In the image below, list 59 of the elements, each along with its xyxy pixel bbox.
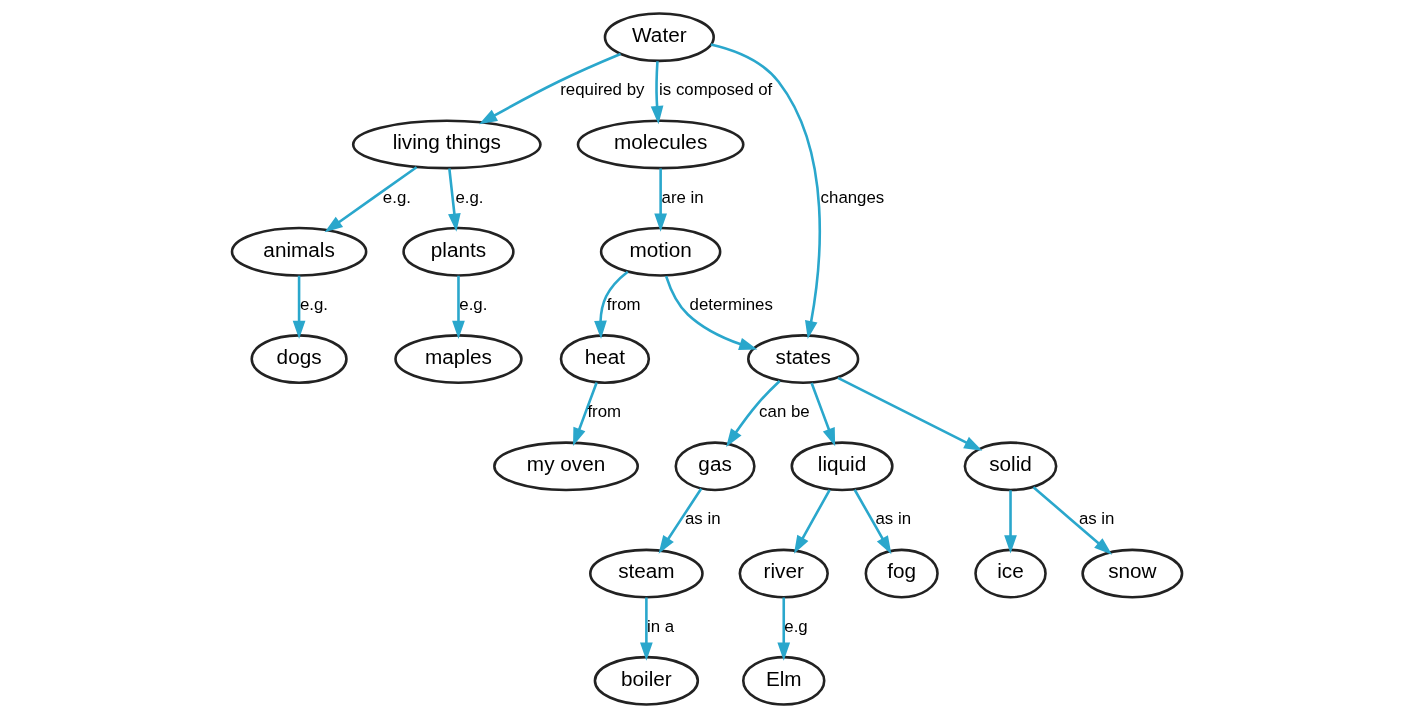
arrow [292,275,306,339]
arrow [710,43,822,340]
arrow [810,382,836,447]
node-ellipse: heat [559,334,651,384]
arrow [654,168,667,232]
arrow [658,488,703,554]
arrow [1032,486,1113,555]
arrow [726,380,781,447]
edge-label: in a [647,616,675,636]
node-ellipse: ice [974,548,1047,599]
node-ellipse: solid [963,441,1058,492]
edge-label: e.g. [382,187,411,207]
edge-label: e.g [784,616,808,636]
node-ellipse: steam [589,548,704,599]
node-ellipse: plants [402,226,515,277]
node-ellipse: motion [599,226,722,277]
arrow [594,270,629,339]
node-ellipse: dogs [250,334,348,384]
edge-label: e.g. [455,187,484,207]
node-ellipse: living things [351,119,542,170]
arrow [664,275,758,351]
arrow [452,275,465,339]
node-ellipse: molecules [576,119,745,170]
edge-label: e.g. [299,294,329,314]
arrow [650,61,664,125]
arrow [573,382,598,447]
node-ellipse: states [747,334,860,384]
node-ellipse: fog [864,548,939,599]
edge-label: as in [875,509,912,529]
edge-label: determines [689,294,773,314]
arrow [777,597,791,661]
arrow [794,489,831,554]
arrow [640,597,653,661]
edge-label: as in [1078,509,1115,529]
edge-label: from [606,294,641,314]
node-ellipse: liquid [790,441,894,492]
node-ellipse: river [738,548,829,599]
node-ellipse: Elm [741,655,826,706]
arrow [448,168,461,232]
edge-label: changes [820,187,885,207]
edge-label: from [587,402,622,422]
node-ellipse: boiler [593,655,700,706]
arrow [1004,490,1017,554]
arrow [853,489,892,555]
edge-label: are in [661,187,704,207]
node-ellipse: my oven [493,441,639,492]
edge-label: required by [560,80,645,100]
edge-label: can be [759,402,810,422]
node-ellipse: gas [674,441,756,492]
arrow [479,52,622,125]
arrow [837,376,983,451]
edge-label: e.g. [459,294,488,314]
node-ellipse: maples [394,334,523,384]
node-ellipse: snow [1081,548,1184,599]
edge-label: is composed of [659,80,773,100]
node-ellipse: animals [230,226,368,277]
arrow [324,166,418,233]
edge-label: as in [684,509,721,529]
node-ellipse: Water [603,12,715,63]
